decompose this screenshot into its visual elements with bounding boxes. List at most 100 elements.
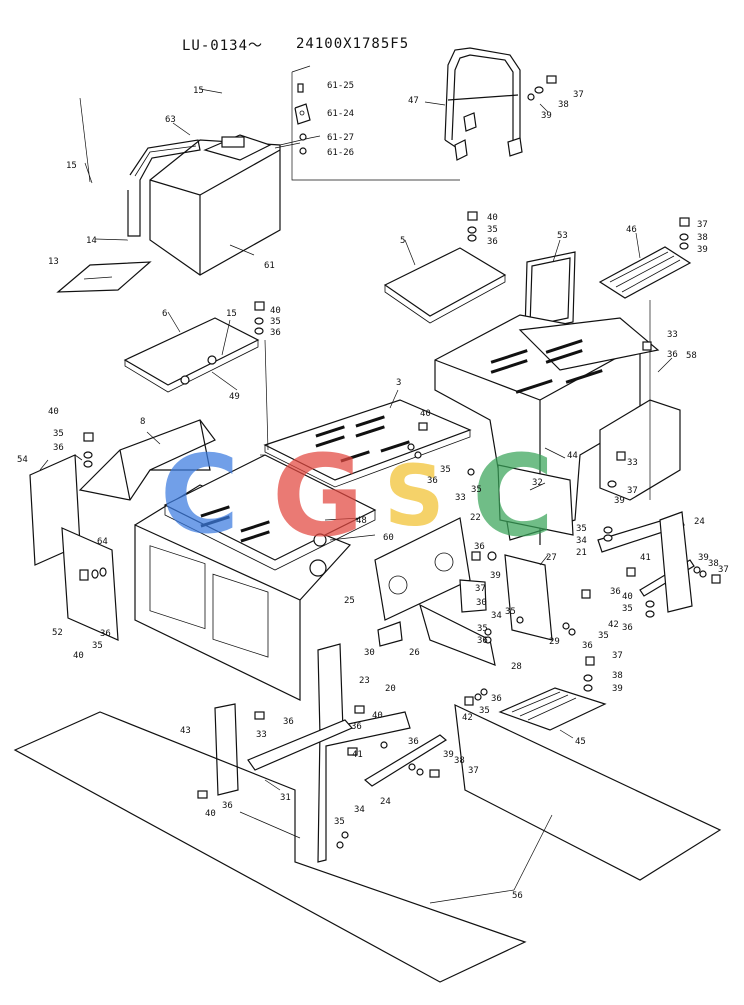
callout-63: 63	[165, 115, 176, 125]
callout-39: 39	[443, 750, 454, 760]
callout-29: 29	[549, 637, 560, 647]
callout-24: 24	[380, 797, 391, 807]
callout-64: 64	[97, 537, 108, 547]
callout-35: 35	[92, 641, 103, 651]
callout-23: 23	[359, 676, 370, 686]
battery-box	[149, 134, 281, 276]
callout-33: 33	[256, 730, 267, 740]
battery-bracket	[127, 139, 201, 237]
callout-39: 39	[490, 571, 501, 581]
callout-20: 20	[385, 684, 396, 694]
callout-34: 34	[354, 805, 365, 815]
callout-36: 36	[351, 722, 362, 732]
callout-28: 28	[511, 662, 522, 672]
callout-36: 36	[427, 476, 438, 486]
callout-61-25: 61-25	[327, 81, 354, 91]
callout-37: 37	[718, 565, 729, 575]
callout-36: 36	[667, 350, 678, 360]
callout-35: 35	[270, 317, 281, 327]
bottom-sheet-56	[13, 703, 722, 983]
callout-21: 21	[576, 548, 587, 558]
callout-53: 53	[557, 231, 568, 241]
leader-lines	[39, 88, 673, 904]
callout-35: 35	[334, 817, 345, 827]
callout-13: 13	[48, 257, 59, 267]
callout-35: 35	[622, 604, 633, 614]
plate6-bolt-set	[254, 301, 265, 335]
grille-panel-46	[598, 246, 692, 299]
callout-36: 36	[487, 237, 498, 247]
callout-33: 33	[455, 493, 466, 503]
callout-37: 37	[475, 584, 486, 594]
callout-39: 39	[541, 111, 552, 121]
callout-61-24: 61-24	[327, 109, 354, 119]
callout-39: 39	[614, 496, 625, 506]
callout-39: 39	[697, 245, 708, 255]
callout-34: 34	[491, 611, 502, 621]
callout-36: 36	[474, 542, 485, 552]
callout-48: 48	[356, 516, 367, 526]
battery-terminal-clamp	[294, 83, 311, 155]
callout-34: 34	[576, 536, 587, 546]
watermark-logo: C G S C	[160, 432, 554, 562]
callout-37: 37	[697, 220, 708, 230]
callout-61: 61	[264, 261, 275, 271]
callout-36: 36	[610, 587, 621, 597]
callout-58: 58	[686, 351, 697, 361]
callout-15: 15	[193, 86, 204, 96]
callout-37: 37	[612, 651, 623, 661]
cover-bolt-set	[467, 211, 478, 242]
cover-plate-6	[123, 317, 260, 393]
callout-40: 40	[622, 592, 633, 602]
callout-40: 40	[73, 651, 84, 661]
watermark-letter-c1: C	[160, 433, 239, 558]
callout-39: 39	[612, 684, 623, 694]
callout-32: 32	[532, 478, 543, 488]
callout-36: 36	[222, 801, 233, 811]
callout-6: 6	[162, 309, 167, 319]
callout-35: 35	[471, 485, 482, 495]
watermark-letter-g: G	[272, 432, 364, 562]
grille-panel-45	[498, 687, 607, 731]
callout-39: 39	[698, 553, 709, 563]
watermark-letter-s: S	[384, 447, 445, 545]
callout-35: 35	[598, 631, 609, 641]
callout-38: 38	[612, 671, 623, 681]
callout-40: 40	[372, 711, 383, 721]
callout-52: 52	[52, 628, 63, 638]
callout-35: 35	[487, 225, 498, 235]
callout-30: 30	[364, 648, 375, 658]
callout-25: 25	[344, 596, 355, 606]
callout-33: 33	[667, 330, 678, 340]
callout-15: 15	[226, 309, 237, 319]
callout-35: 35	[479, 706, 490, 716]
callout-40: 40	[205, 809, 216, 819]
callout-36: 36	[100, 629, 111, 639]
callout-49: 49	[229, 392, 240, 402]
callout-40: 40	[270, 306, 281, 316]
callout-40: 40	[487, 213, 498, 223]
callout-31: 31	[280, 793, 291, 803]
callout-14: 14	[86, 236, 97, 246]
callout-36: 36	[283, 717, 294, 727]
callout-44: 44	[567, 451, 578, 461]
callout-36: 36	[491, 694, 502, 704]
callout-41: 41	[352, 750, 363, 760]
watermark-letter-c2: C	[472, 432, 554, 562]
callout-42: 42	[608, 620, 619, 630]
callout-26: 26	[409, 648, 420, 658]
callout-35: 35	[576, 524, 587, 534]
callout-35: 35	[477, 624, 488, 634]
callout-36: 36	[622, 623, 633, 633]
callout-37: 37	[573, 90, 584, 100]
callout-37: 37	[627, 486, 638, 496]
callout-43: 43	[180, 726, 191, 736]
callout-36: 36	[477, 636, 488, 646]
handrail	[444, 47, 523, 161]
callout-35: 35	[53, 429, 64, 439]
callout-22: 22	[470, 513, 481, 523]
callout-41: 41	[640, 553, 651, 563]
callout-38: 38	[708, 559, 719, 569]
serial-range-label: LU-0134～	[182, 38, 263, 54]
